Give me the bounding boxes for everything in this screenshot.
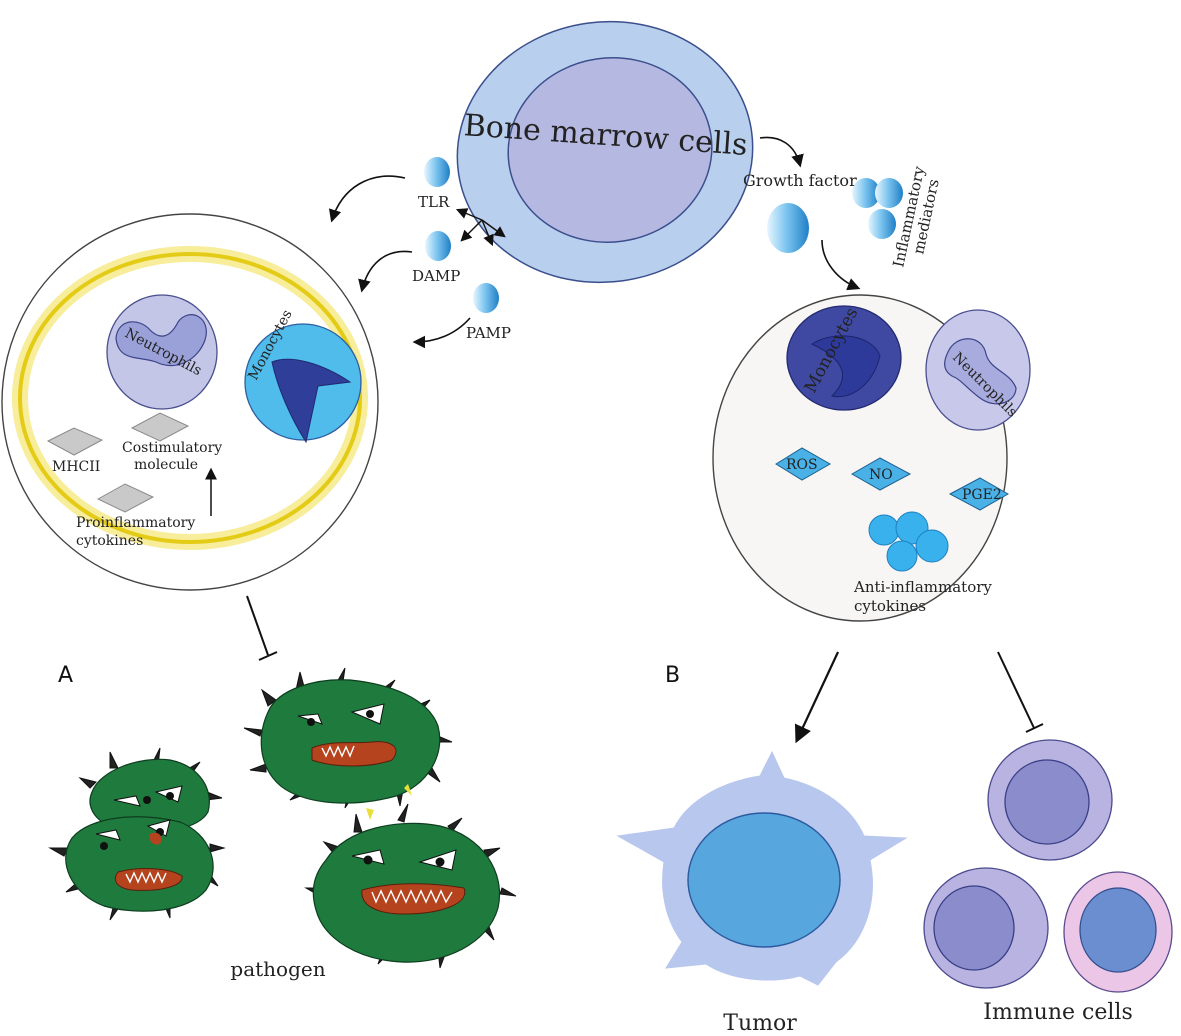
pathogen-3: [48, 816, 226, 921]
mhcii-label: MHCII: [52, 459, 100, 475]
proinf-label-2: cytokines: [76, 533, 143, 549]
no-diamond: [850, 457, 912, 491]
pge2-label: PGE2: [962, 487, 1002, 503]
tumor-label: Tumor: [723, 1011, 797, 1036]
antiinf-label-1: Anti-inflammatory: [853, 578, 992, 596]
proinf-label-1: Proinflammatory: [76, 515, 195, 531]
mediator-sphere-1: [852, 178, 880, 208]
damp-label: DAMP: [412, 267, 460, 285]
inhibit-immune: [997, 651, 1044, 733]
bone-marrow-cell: Bone marrow cells: [456, 20, 754, 284]
pathogen-1: [243, 667, 453, 809]
antiinf-label-2: cytokines: [854, 597, 926, 615]
arrow-growth: [759, 136, 804, 168]
speck-1: [366, 808, 374, 820]
immune-cells: [923, 739, 1173, 993]
neutrophil-left: Neutrophils: [106, 294, 218, 410]
pge2-diamond: [948, 477, 1010, 511]
right-suppressive-cell: Monocytes Neutrophils ROS NO PGE2 Anti-i…: [712, 294, 1031, 622]
immune-cell-left: [923, 867, 1049, 989]
costim-diamond: [130, 412, 190, 442]
pathogen-4: [304, 803, 517, 969]
monocyte-right: Monocytes: [786, 304, 902, 411]
pathogen-label: pathogen: [230, 957, 325, 981]
immune-cells-label: Immune cells: [983, 1000, 1132, 1025]
tlr-label: TLR: [418, 193, 450, 211]
speck-2: [404, 784, 412, 796]
arrow-tlr: [328, 175, 406, 223]
ros-label: ROS: [786, 457, 818, 473]
tlr-sphere: [424, 157, 450, 187]
fan-arrows: [455, 208, 506, 247]
proinf-diamond: [96, 483, 155, 513]
arrow-to-tumor: [794, 651, 839, 744]
pamp-label: PAMP: [466, 324, 511, 342]
panel-b-label: B: [665, 663, 680, 688]
growth-factor-sphere: [767, 203, 809, 253]
costim-label-1: Costimulatory: [122, 440, 222, 456]
arrow-pamp: [412, 317, 471, 349]
anti-inflammatory-cluster: [868, 511, 949, 572]
mediator-sphere-3: [868, 209, 896, 239]
neutrophil-right: Neutrophils: [925, 309, 1031, 431]
arrow-to-right-cell: [821, 239, 861, 291]
curved-arrows: [328, 136, 861, 349]
damp-sphere: [425, 231, 451, 261]
signal-spheres: [424, 157, 903, 313]
panel-a-label: A: [58, 663, 73, 688]
ros-diamond: [775, 447, 832, 481]
pamp-sphere: [473, 283, 499, 313]
costim-label-2: molecule: [134, 457, 198, 473]
mediator-sphere-2: [875, 178, 903, 208]
no-label: NO: [869, 467, 893, 483]
left-activated-cell: Neutrophils Monocytes MHCII Costimulator…: [1, 213, 379, 591]
mhcii-diamond: [46, 427, 104, 456]
arrow-damp: [358, 250, 413, 293]
tumor-cell: [616, 750, 908, 986]
pathogen-group: [48, 667, 517, 969]
growth-factor-label: Growth factor: [743, 171, 857, 190]
inhibit-pathogen: [246, 595, 278, 661]
immune-cell-right: [1063, 871, 1173, 993]
immune-cell-top: [987, 739, 1113, 861]
